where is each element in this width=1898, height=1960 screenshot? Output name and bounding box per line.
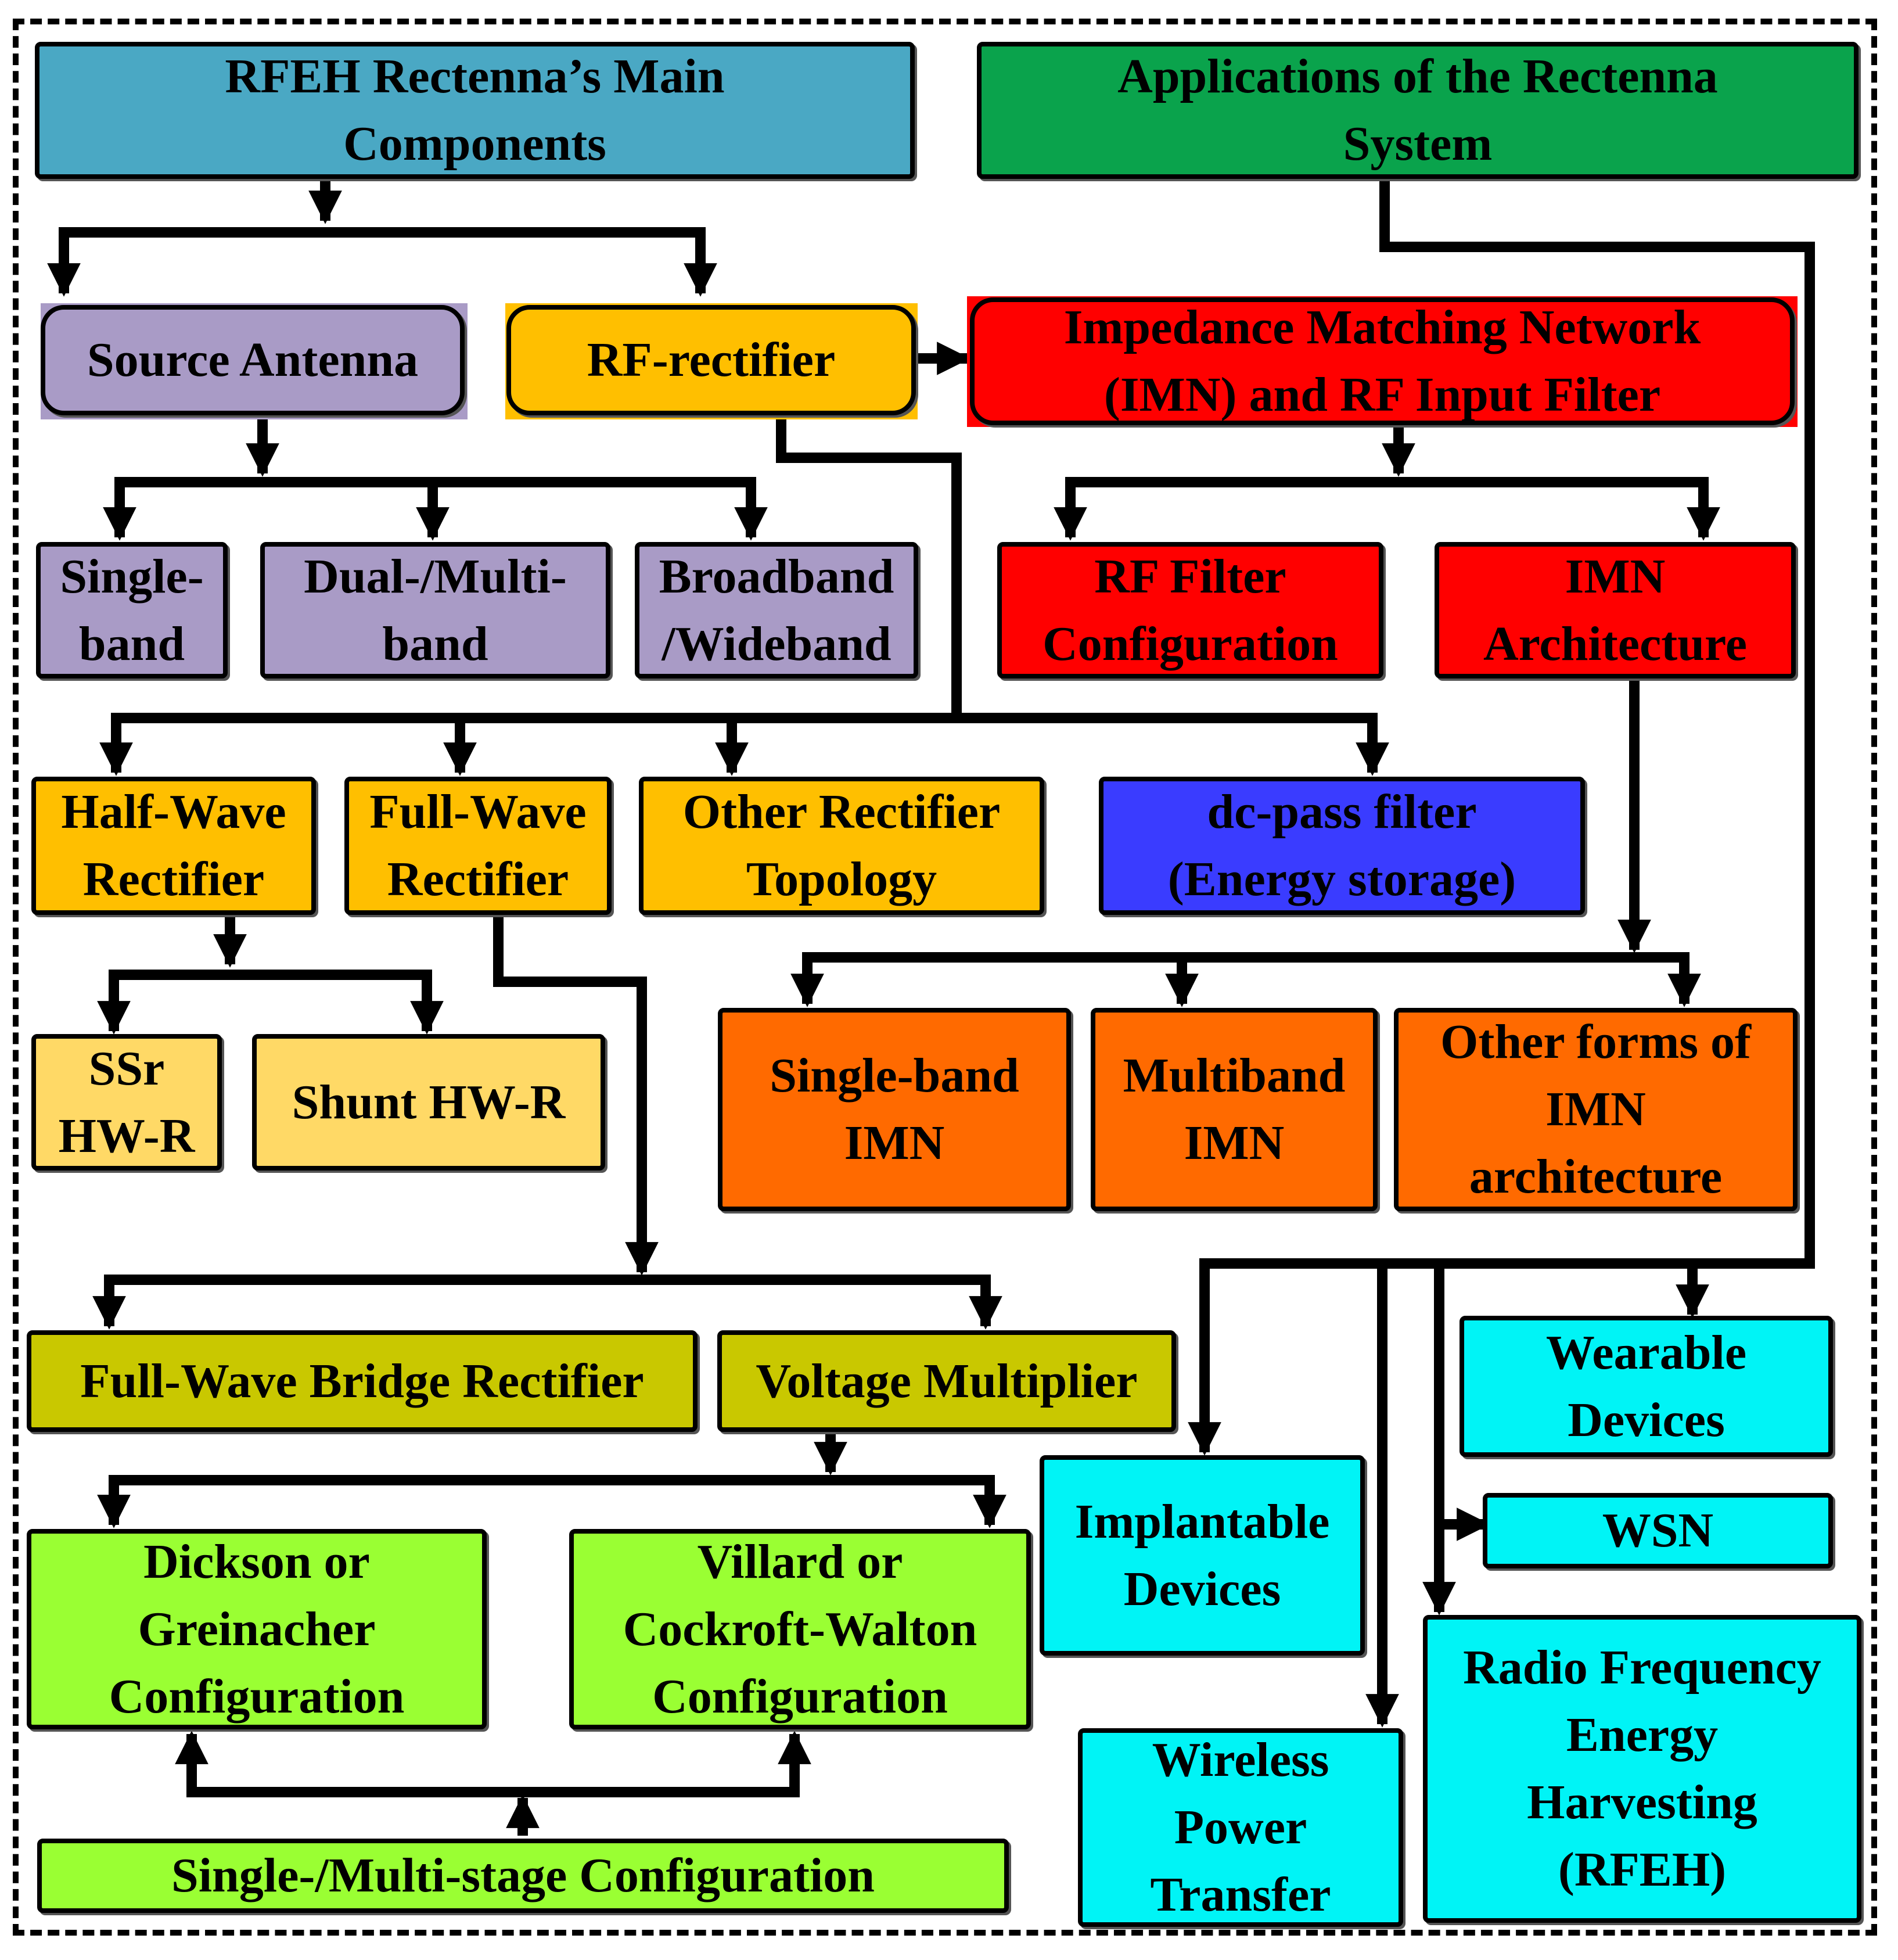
multiband-imn-box: Multiband IMN [1091, 1008, 1378, 1211]
broadband-label: Broadband /Wideband [659, 549, 894, 671]
single-band-box: Single- band [36, 542, 228, 679]
voltage-multiplier-box: Voltage Multiplier [717, 1330, 1176, 1432]
dual-multi-band-label: Dual-/Multi- band [304, 549, 567, 671]
full-wave-box: Full-Wave Rectifier [344, 777, 612, 915]
applications-label: Applications of the Rectenna System [1117, 49, 1718, 171]
arrow-to-wearable [1615, 1258, 1709, 1318]
ssr-hwr-label: SSr HW-R [58, 1041, 195, 1163]
shunt-hwr-label: Shunt HW-R [292, 1075, 566, 1129]
full-wave-bridge-label: Full-Wave Bridge Rectifier [80, 1354, 644, 1408]
single-band-imn-label: Single-band IMN [770, 1049, 1019, 1170]
single-band-label: Single- band [60, 549, 204, 671]
other-rectifier-box: Other Rectifier Topology [639, 777, 1044, 915]
other-imn-box: Other forms of IMN architecture [1394, 1008, 1798, 1211]
source-antenna-label: Source Antenna [87, 333, 419, 387]
dc-pass-box: dc-pass filter (Energy storage) [1099, 777, 1585, 915]
ssr-hwr-box: SSr HW-R [31, 1034, 222, 1171]
rf-rectifier-label: RF-rectifier [587, 333, 836, 387]
dual-multi-band-box: Dual-/Multi- band [260, 542, 610, 679]
arrow-stage-split [175, 1731, 811, 1797]
other-rectifier-label: Other Rectifier Topology [682, 785, 1001, 906]
arrow-rectifier-route [99, 416, 962, 776]
half-wave-box: Half-Wave Rectifier [31, 777, 316, 915]
wpt-box: Wireless Power Transfer [1078, 1728, 1403, 1927]
implantable-box: Implantable Devices [1040, 1455, 1365, 1656]
arrow-multiplier-split [97, 1475, 1006, 1528]
imn-filter-label: Impedance Matching Network (IMN) and RF … [1063, 300, 1701, 422]
full-wave-bridge-box: Full-Wave Bridge Rectifier [27, 1330, 698, 1432]
rf-rectifier-box: RF-rectifier [506, 305, 916, 415]
wpt-label: Wireless Power Transfer [1150, 1733, 1331, 1922]
arrow-architecture-split [790, 952, 1701, 1007]
dickson-label: Dickson or Greinacher Configuration [109, 1534, 405, 1724]
rf-filter-config-box: RF Filter Configuration [997, 542, 1383, 679]
main-components-label: RFEH Rectenna’s Main Components [225, 49, 725, 171]
rf-filter-config-label: RF Filter Configuration [1043, 549, 1338, 671]
imn-filter-box: Impedance Matching Network (IMN) and RF … [970, 297, 1795, 425]
dc-pass-label: dc-pass filter (Energy storage) [1167, 785, 1516, 906]
implantable-label: Implantable Devices [1074, 1494, 1330, 1616]
arrow-fullwave-route [493, 916, 659, 1276]
full-wave-label: Full-Wave Rectifier [369, 785, 587, 906]
dashed-frame [13, 19, 1877, 1936]
shunt-hwr-box: Shunt HW-R [252, 1034, 605, 1171]
multi-stage-label: Single-/Multi-stage Configuration [171, 1848, 875, 1902]
other-imn-label: Other forms of IMN architecture [1440, 1015, 1751, 1204]
rfeh-box: Radio Frequency Energy Harvesting (RFEH) [1423, 1615, 1861, 1923]
arrow-to-dcpass [957, 713, 1389, 776]
wearable-box: Wearable Devices [1460, 1316, 1833, 1457]
dickson-box: Dickson or Greinacher Configuration [27, 1529, 487, 1729]
wearable-label: Wearable Devices [1545, 1325, 1747, 1447]
applications-box: Applications of the Rectenna System [977, 42, 1859, 179]
villard-box: Villard or Cockroft-Walton Configuration [569, 1529, 1031, 1729]
broadband-box: Broadband /Wideband [635, 542, 918, 679]
arrow-halfwave-split [97, 970, 444, 1035]
arrow-applications-route [1188, 180, 1815, 1456]
imn-architecture-box: IMN Architecture [1435, 542, 1796, 679]
wsn-label: WSN [1602, 1503, 1714, 1557]
arrow-imn-split [1054, 477, 1720, 541]
source-antenna-box: Source Antenna [41, 305, 465, 415]
arrow-fullwave-split [92, 1275, 1002, 1330]
half-wave-label: Half-Wave Rectifier [61, 785, 286, 906]
single-band-imn-box: Single-band IMN [718, 1008, 1071, 1211]
arrow-main-split [47, 227, 717, 297]
wsn-box: WSN [1483, 1493, 1833, 1568]
multiband-imn-label: Multiband IMN [1123, 1049, 1346, 1170]
rfeh-label: Radio Frequency Energy Harvesting (RFEH) [1463, 1640, 1821, 1897]
voltage-multiplier-label: Voltage Multiplier [756, 1354, 1138, 1408]
villard-label: Villard or Cockroft-Walton Configuration [623, 1534, 977, 1724]
multi-stage-box: Single-/Multi-stage Configuration [37, 1839, 1009, 1913]
imn-architecture-label: IMN Architecture [1483, 549, 1748, 671]
main-components-box: RFEH Rectenna’s Main Components [35, 42, 915, 179]
